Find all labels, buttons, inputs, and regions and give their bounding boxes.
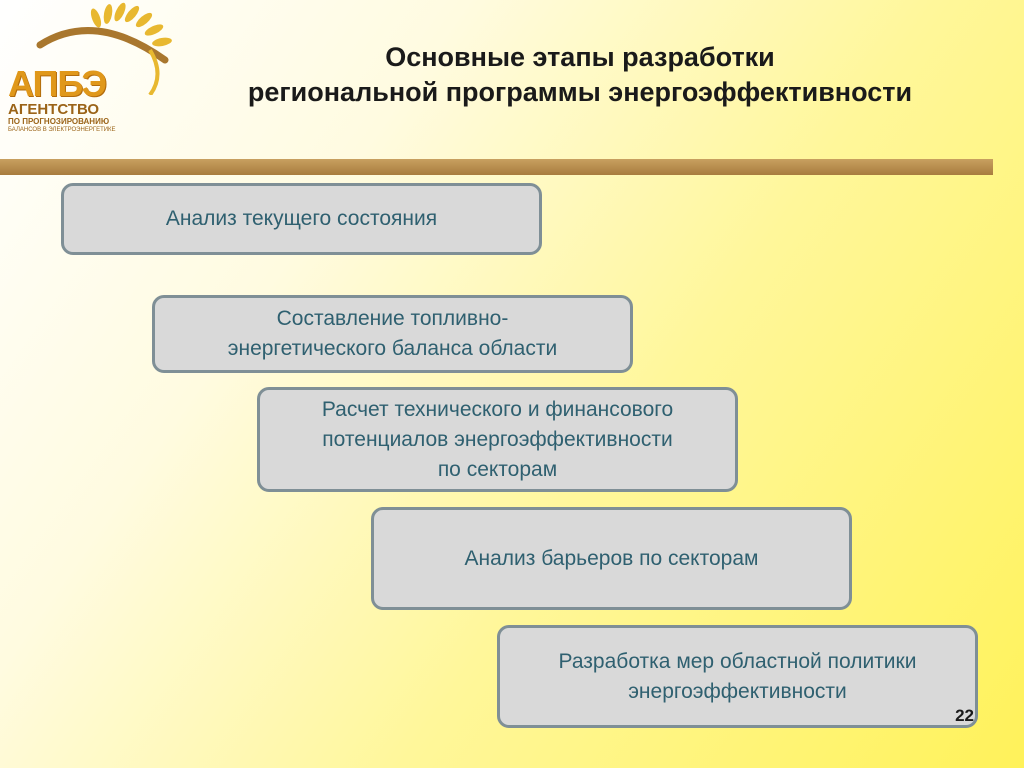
slide-title: Основные этапы разработки региональной п…	[150, 40, 1010, 110]
logo-name: АГЕНТСТВО	[8, 101, 100, 118]
step-5-text-line-1: Разработка мер областной политики	[558, 649, 917, 673]
wheat-icon	[36, 2, 172, 95]
page-number: 22	[955, 706, 974, 725]
slide-title-line-1: Основные этапы разработки	[385, 42, 775, 72]
step-3-box: Расчет технического и финансового потенц…	[257, 387, 738, 492]
title-divider-bar	[0, 159, 993, 175]
step-3-text-line-3: по секторам	[437, 457, 558, 481]
step-1-box: Анализ текущего состояния	[61, 183, 542, 255]
step-3-text-line-2: потенциалов энергоэффективности	[322, 427, 673, 451]
step-2-box: Составление топливно- энергетического ба…	[152, 295, 633, 373]
logo-subtitle: ПО ПРОГНОЗИРОВАНИЮ	[8, 117, 110, 126]
logo-subtitle-small: БАЛАНСОВ В ЭЛЕКТРОЭНЕРГЕТИКЕ	[8, 127, 116, 133]
step-4-box: Анализ барьеров по секторам	[371, 507, 852, 610]
slide-title-line-2: региональной программы энергоэффективнос…	[247, 77, 913, 107]
agency-logo: АПБЭ АГЕНТСТВО ПО ПРОГНОЗИРОВАНИЮ БАЛАНС…	[0, 0, 180, 150]
step-5-box: Разработка мер областной политики энерго…	[497, 625, 978, 728]
step-5-text-line-2: энергоэффективности	[628, 679, 847, 703]
step-3-text-line-1: Расчет технического и финансового	[321, 397, 674, 421]
step-4-text: Анализ барьеров по секторам	[464, 546, 759, 570]
step-2-text-line-2: энергетического баланса области	[227, 337, 558, 360]
logo-abbreviation: АПБЭ	[8, 63, 107, 104]
step-1-text: Анализ текущего состояния	[165, 207, 438, 230]
step-2-text-line-1: Составление топливно-	[276, 307, 509, 330]
